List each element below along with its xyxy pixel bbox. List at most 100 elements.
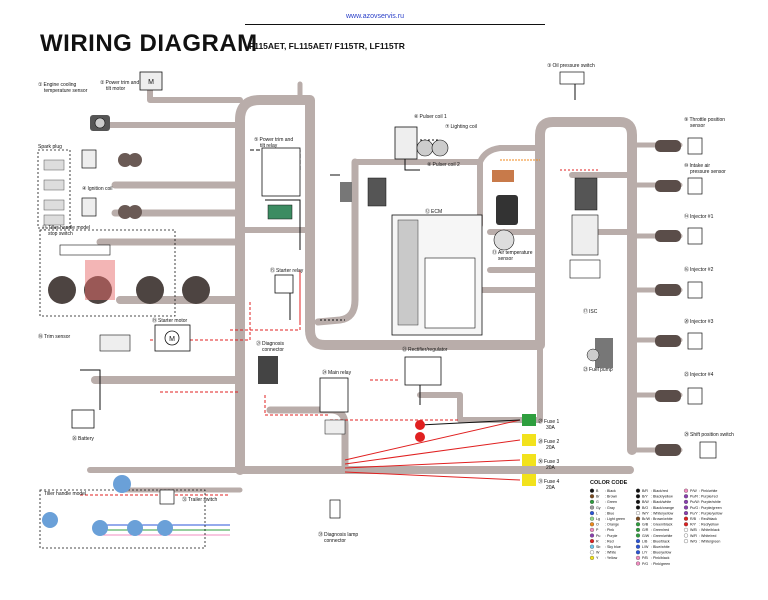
color-code-name: : Purple: [605, 534, 617, 538]
label-injector-1: ⑭Injector #1: [684, 213, 714, 220]
label-shift-switch: ㉙Shift position switch: [684, 431, 734, 438]
color-code-name: : Green/white: [651, 534, 672, 538]
color-code-name: : White: [605, 551, 616, 555]
color-swatch: [683, 533, 689, 538]
color-swatch: [589, 539, 595, 544]
color-code-abbr: W/G: [690, 539, 697, 543]
color-swatch: [683, 494, 689, 499]
label-oil-pressure: ③Oil pressure switch: [547, 63, 595, 69]
color-code-name: : Green/red: [651, 528, 669, 532]
color-code-abbr: G/B: [642, 523, 649, 527]
color-code-name: : Purple/red: [699, 495, 718, 499]
color-code-name: : Orange: [605, 523, 619, 527]
color-code-name: : Yellow: [605, 556, 618, 560]
label-starter-relay: ⑮Starter relay: [270, 267, 304, 274]
color-code-name: : Gray: [605, 506, 615, 510]
color-code-name: : Black: [605, 489, 616, 493]
color-code-abbr: G/W: [642, 534, 650, 538]
svg-text:M: M: [169, 336, 175, 343]
color-code-abbr: B/Y: [642, 495, 648, 499]
color-code-name: : Brown: [605, 495, 617, 499]
color-code-name: : Blue/black: [651, 539, 670, 543]
label-pulser-coil-2: ⑧Pulser coil 2: [427, 162, 460, 168]
color-swatch: [635, 488, 641, 493]
color-swatch: [589, 544, 595, 549]
color-code-abbr: L/B: [642, 539, 648, 543]
color-swatch: [589, 488, 595, 493]
label-trailer-switch: ㉜Trailer switch: [182, 496, 217, 503]
color-swatch: [589, 511, 595, 516]
color-code-abbr: B/R: [642, 489, 648, 493]
color-code-abbr: W/Y: [642, 511, 649, 515]
color-code-abbr: P/B: [642, 556, 648, 560]
color-code-abbr: Sb: [596, 545, 600, 549]
url-underline: [245, 24, 545, 25]
color-swatch: [589, 550, 595, 555]
color-swatch: [635, 533, 641, 538]
color-swatch: [635, 511, 641, 516]
color-code-name: : Black/white: [651, 500, 671, 504]
color-code-abbr: B/W: [642, 500, 649, 504]
color-code-abbr: B: [596, 489, 599, 493]
color-code-name: : Blue: [605, 511, 614, 515]
color-code-name: : Sky blue: [605, 545, 621, 549]
label-tiller-model: Tiller handle model: [44, 491, 86, 497]
label-injector-4: ㉕Injector #4: [684, 371, 714, 378]
color-code-abbr: Pu/R: [690, 495, 698, 499]
color-code-abbr: Y: [596, 556, 599, 560]
color-code-abbr: Pu/G: [690, 506, 698, 510]
color-code-abbr: Br: [596, 495, 600, 499]
color-swatch: [589, 516, 595, 521]
color-code-abbr: B/O: [642, 506, 648, 510]
color-code-name: : Red/black: [699, 517, 717, 521]
color-code-abbr: L/Y: [642, 551, 648, 555]
label-battery: ㉖Battery: [72, 435, 94, 442]
model-list: F115AET, FL115AET/ F115TR, LF115TR: [249, 41, 405, 51]
color-code-name: : Blue/yellow: [651, 551, 672, 555]
color-code-name: : White/green: [699, 539, 720, 543]
color-swatch: [635, 555, 641, 560]
color-swatch: [635, 539, 641, 544]
color-swatch: [635, 544, 641, 549]
label-starter-motor: ⑲Starter motor: [152, 317, 188, 324]
color-swatch: [683, 516, 689, 521]
color-swatch: [589, 494, 595, 499]
svg-text:M: M: [148, 79, 154, 86]
color-code-name: : Pink/green: [651, 562, 670, 566]
color-code-abbr: G/R: [642, 528, 649, 532]
label-injector-3: ⑳Injector #3: [684, 318, 714, 325]
color-swatch: [589, 555, 595, 560]
model-boxes: [37, 149, 206, 549]
color-code-abbr: P/G: [642, 562, 648, 566]
label-lighting-coil: ⑦Lighting coil: [445, 124, 477, 130]
wire-harness: [87, 81, 683, 493]
color-code-name: : Purple/white: [699, 500, 721, 504]
color-code-name: : Purple/green: [699, 506, 722, 510]
color-code-name: : Red/yellow: [699, 523, 719, 527]
color-swatch: [589, 499, 595, 504]
color-code-abbr: Pu/Y: [690, 511, 698, 515]
color-swatch: [683, 488, 689, 493]
color-code-abbr: W: [596, 551, 600, 555]
color-code-abbr: Lg: [596, 517, 600, 521]
label-injector-2: ⑯Injector #2: [684, 266, 714, 273]
color-code-name: : Black/red: [651, 489, 668, 493]
color-code-abbr: L/W: [642, 545, 649, 549]
label-isc: ⑰ISC: [583, 308, 598, 315]
color-code-name: : White/yellow: [651, 511, 674, 515]
label-ecm: ⑫ECM: [425, 208, 442, 215]
color-code-name: : Pink: [605, 528, 614, 532]
color-code-title: COLOR CODE: [590, 480, 628, 486]
label-fuel-pump: ㉓Fuel pump: [583, 366, 613, 373]
label-rectifier: ㉒Rectifier/regulator: [402, 346, 448, 353]
